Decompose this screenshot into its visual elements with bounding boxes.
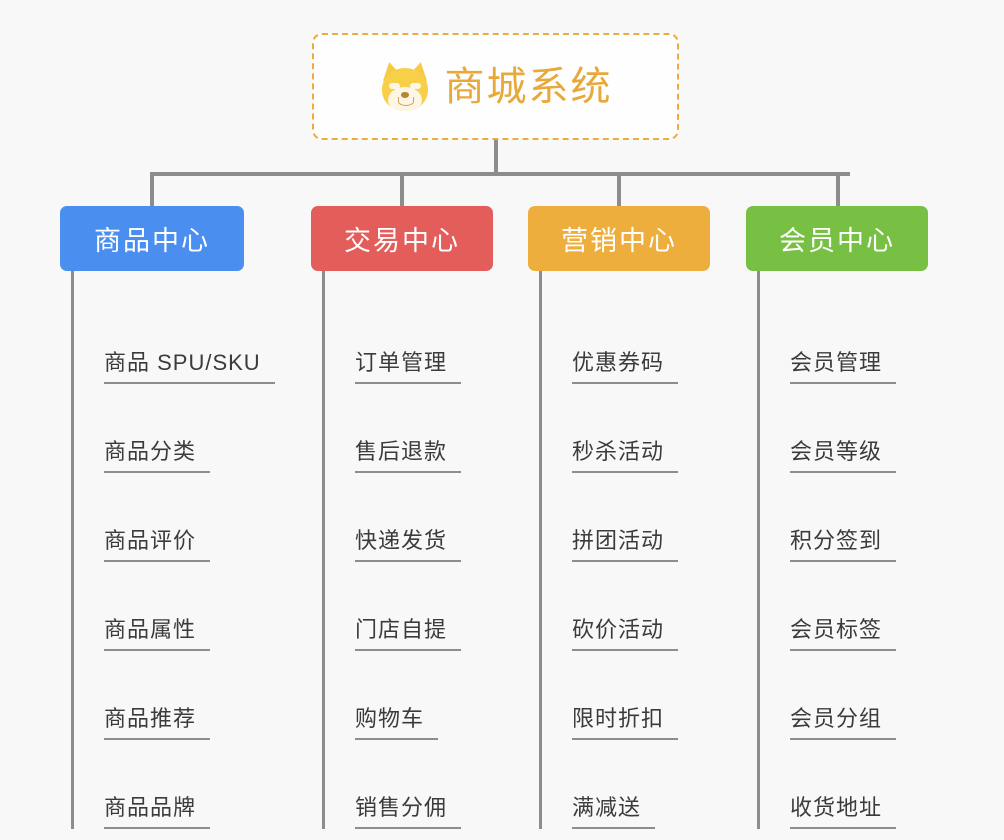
column-member-center: 会员中心会员管理会员等级积分签到会员标签会员分组收货地址 bbox=[746, 206, 966, 829]
leaf-list-marketing-center: 优惠券码秒杀活动拼团活动砍价活动限时折扣满减送 bbox=[539, 271, 748, 829]
leaf-item[interactable]: 门店自提 bbox=[325, 562, 531, 651]
leaf-item-label: 会员管理 bbox=[790, 350, 897, 384]
leaf-item-label: 售后退款 bbox=[355, 439, 462, 473]
leaf-item[interactable]: 商品推荐 bbox=[74, 651, 280, 740]
shiba-dog-face-icon bbox=[378, 59, 431, 113]
column-trade-center: 交易中心订单管理售后退款快递发货门店自提购物车销售分佣 bbox=[311, 206, 531, 829]
leaf-item[interactable]: 购物车 bbox=[325, 651, 531, 740]
leaf-item-label: 满减送 bbox=[572, 795, 656, 829]
leaf-item-label: 限时折扣 bbox=[572, 706, 679, 740]
leaf-item-label: 拼团活动 bbox=[572, 528, 679, 562]
leaf-item[interactable]: 限时折扣 bbox=[542, 651, 748, 740]
leaf-item[interactable]: 优惠券码 bbox=[542, 295, 748, 384]
leaf-item-label: 门店自提 bbox=[355, 617, 462, 651]
leaf-item-label: 商品评价 bbox=[104, 528, 211, 562]
connector-drop-product-center bbox=[150, 172, 154, 206]
leaf-item[interactable]: 积分签到 bbox=[760, 473, 966, 562]
leaf-item-label: 快递发货 bbox=[355, 528, 462, 562]
leaf-item[interactable]: 售后退款 bbox=[325, 384, 531, 473]
leaf-item[interactable]: 会员管理 bbox=[760, 295, 966, 384]
category-header-trade-center[interactable]: 交易中心 bbox=[311, 206, 493, 271]
connector-horizontal-bus bbox=[150, 172, 850, 176]
leaf-item-label: 会员标签 bbox=[790, 617, 897, 651]
leaf-list-product-center: 商品 SPU/SKU 商品分类商品评价商品属性商品推荐商品品牌 bbox=[71, 271, 280, 829]
leaf-item-label: 会员等级 bbox=[790, 439, 897, 473]
connector-drop-marketing-center bbox=[617, 172, 621, 206]
category-header-member-center[interactable]: 会员中心 bbox=[746, 206, 928, 271]
leaf-item-label: 商品 SPU/SKU bbox=[104, 350, 275, 384]
connector-root-stem bbox=[494, 140, 498, 174]
leaf-item-label: 订单管理 bbox=[355, 350, 462, 384]
leaf-item[interactable]: 秒杀活动 bbox=[542, 384, 748, 473]
leaf-item-label: 会员分组 bbox=[790, 706, 897, 740]
root-node[interactable]: 商城系统 bbox=[312, 33, 679, 140]
leaf-item[interactable]: 拼团活动 bbox=[542, 473, 748, 562]
leaf-item-label: 商品属性 bbox=[104, 617, 211, 651]
leaf-item-label: 商品品牌 bbox=[104, 795, 211, 829]
leaf-item[interactable]: 满减送 bbox=[542, 740, 748, 829]
leaf-item-label: 秒杀活动 bbox=[572, 439, 679, 473]
leaf-item-label: 商品分类 bbox=[104, 439, 211, 473]
leaf-item[interactable]: 商品分类 bbox=[74, 384, 280, 473]
leaf-item-label: 积分签到 bbox=[790, 528, 897, 562]
leaf-item[interactable]: 商品属性 bbox=[74, 562, 280, 651]
leaf-item[interactable]: 会员等级 bbox=[760, 384, 966, 473]
leaf-list-member-center: 会员管理会员等级积分签到会员标签会员分组收货地址 bbox=[757, 271, 966, 829]
leaf-item-label: 砍价活动 bbox=[572, 617, 679, 651]
leaf-item[interactable]: 会员标签 bbox=[760, 562, 966, 651]
leaf-item[interactable]: 订单管理 bbox=[325, 295, 531, 384]
leaf-item-label: 收货地址 bbox=[790, 795, 897, 829]
connector-drop-trade-center bbox=[400, 172, 404, 206]
category-header-marketing-center[interactable]: 营销中心 bbox=[528, 206, 710, 271]
leaf-item[interactable]: 会员分组 bbox=[760, 651, 966, 740]
leaf-item[interactable]: 销售分佣 bbox=[325, 740, 531, 829]
connector-drop-member-center bbox=[836, 172, 840, 206]
leaf-item[interactable]: 商品评价 bbox=[74, 473, 280, 562]
leaf-item-label: 商品推荐 bbox=[104, 706, 211, 740]
root-title: 商城系统 bbox=[444, 64, 613, 109]
leaf-item-label: 优惠券码 bbox=[572, 350, 679, 384]
leaf-item[interactable]: 快递发货 bbox=[325, 473, 531, 562]
leaf-item[interactable]: 商品品牌 bbox=[74, 740, 280, 829]
column-product-center: 商品中心商品 SPU/SKU 商品分类商品评价商品属性商品推荐商品品牌 bbox=[60, 206, 280, 829]
leaf-item[interactable]: 砍价活动 bbox=[542, 562, 748, 651]
leaf-item-label: 购物车 bbox=[355, 706, 439, 740]
leaf-item[interactable]: 商品 SPU/SKU bbox=[74, 295, 280, 384]
category-header-product-center[interactable]: 商品中心 bbox=[60, 206, 244, 271]
leaf-list-trade-center: 订单管理售后退款快递发货门店自提购物车销售分佣 bbox=[322, 271, 531, 829]
leaf-item-label: 销售分佣 bbox=[355, 795, 462, 829]
column-marketing-center: 营销中心优惠券码秒杀活动拼团活动砍价活动限时折扣满减送 bbox=[528, 206, 748, 829]
leaf-item[interactable]: 收货地址 bbox=[760, 740, 966, 829]
